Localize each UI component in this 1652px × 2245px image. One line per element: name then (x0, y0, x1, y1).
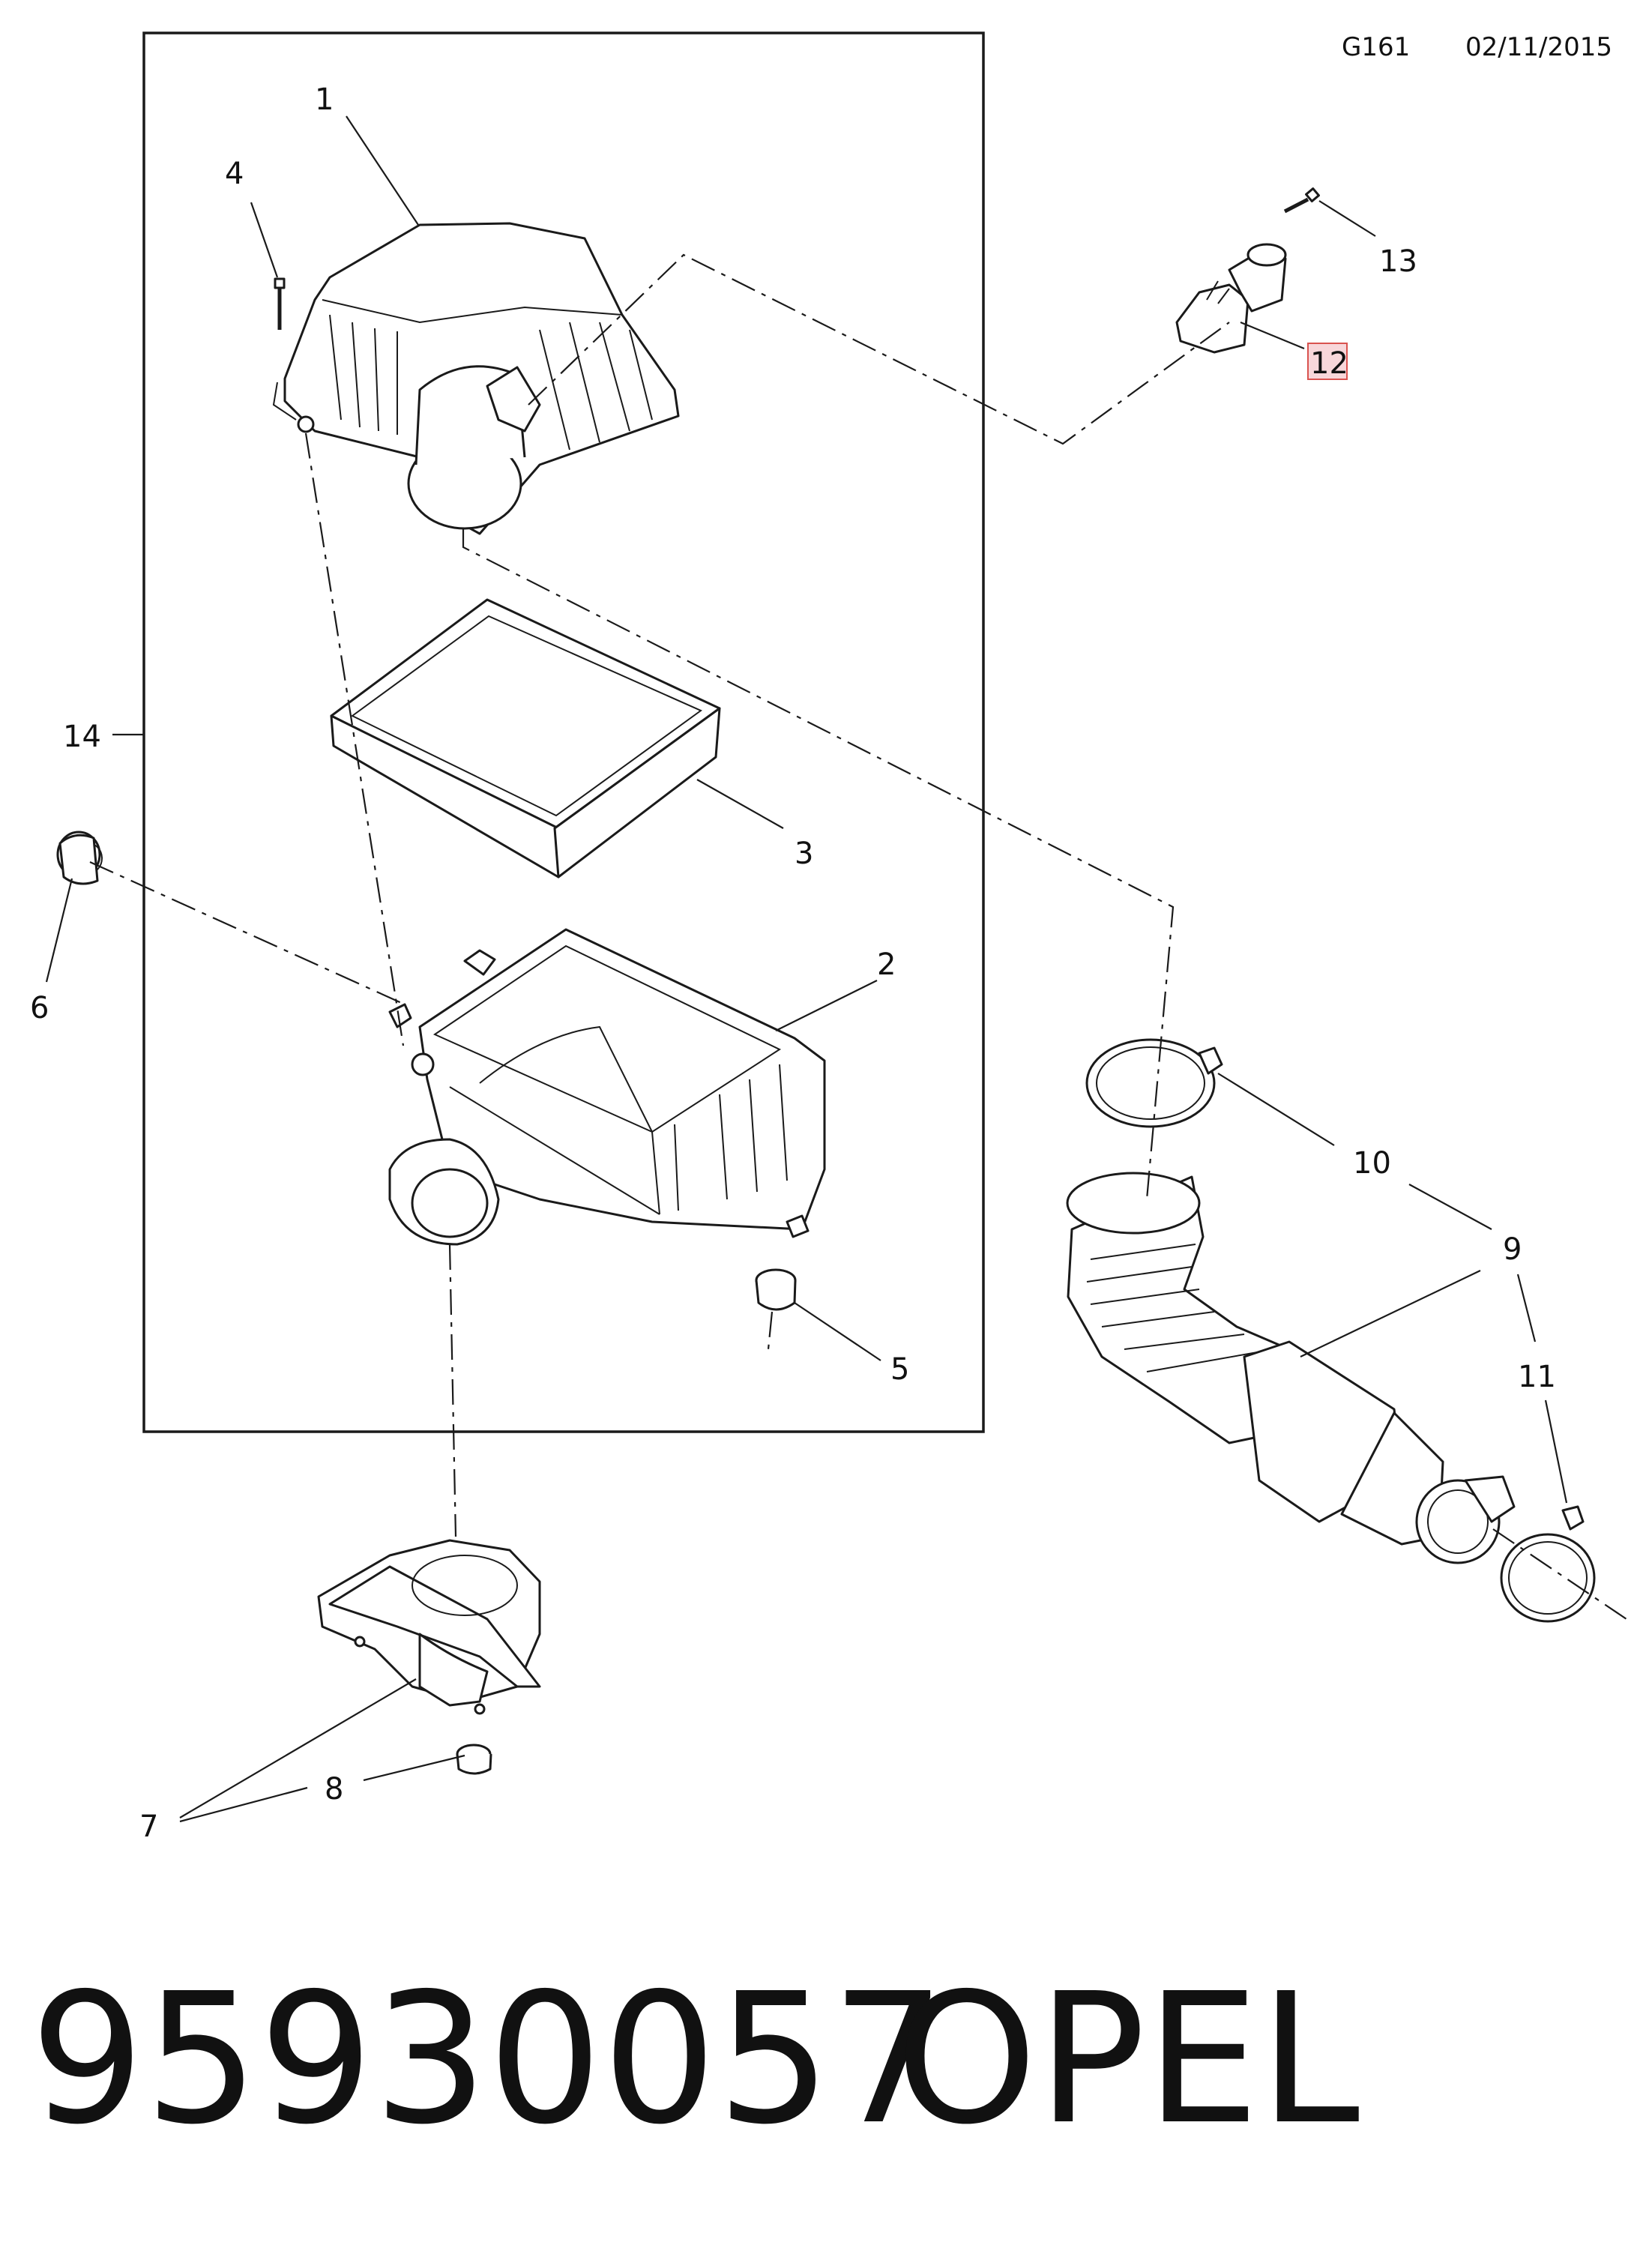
mass-air-flow-sensor-12 (1175, 243, 1287, 354)
callout-8: 8 (325, 1772, 343, 1806)
leader-7b (179, 1786, 308, 1823)
leader-2 (775, 980, 878, 1031)
callout-7: 7 (139, 1809, 158, 1844)
screw-13 (1283, 187, 1320, 214)
hose-clamp-10 (1085, 1038, 1223, 1128)
diagram-code: G161 (1342, 32, 1410, 62)
grommet-8 (456, 1744, 492, 1775)
intake-duct (317, 1539, 541, 1715)
alignment-line-grommet-6 (89, 861, 406, 1006)
callout-12-highlight (1307, 343, 1348, 380)
grommet-6 (56, 831, 103, 885)
callout-12: 12 (1310, 346, 1348, 381)
leader-1 (346, 115, 419, 226)
diagram-date: 02/11/2015 (1465, 32, 1612, 62)
intake-hose (1066, 1172, 1516, 1564)
alignment-line-sensor (528, 253, 1230, 445)
callout-1: 1 (315, 82, 334, 117)
alignment-line-duct (448, 1244, 457, 1537)
air-cleaner-housing (388, 928, 826, 1246)
leader-9a (1300, 1270, 1481, 1357)
callout-4: 4 (225, 157, 244, 191)
callout-13: 13 (1379, 244, 1417, 279)
alignment-line-clamp-11 (1492, 1528, 1627, 1620)
callout-9: 9 (1503, 1232, 1522, 1267)
leader-5 (794, 1302, 881, 1361)
leader-13 (1318, 200, 1376, 237)
callout-10: 10 (1353, 1146, 1391, 1181)
air-cleaner-cover (272, 222, 680, 535)
leader-11 (1544, 1399, 1568, 1504)
alignment-line-hose (462, 528, 1175, 1200)
callout-3: 3 (795, 837, 813, 871)
leader-12 (1240, 321, 1305, 350)
leader-7a (179, 1678, 417, 1818)
leader-3 (696, 779, 784, 829)
air-filter-element (330, 598, 721, 879)
leader-4 (250, 202, 279, 278)
grommet-5 (755, 1268, 797, 1311)
leader-9b (1516, 1274, 1537, 1343)
alignment-line-grommet-5 (767, 1311, 774, 1350)
hose-clamp-11 (1500, 1505, 1596, 1623)
part-number: 95930057 (30, 1954, 946, 2164)
leader-8 (363, 1754, 465, 1782)
screw-4 (274, 277, 286, 330)
alignment-line-screw (304, 433, 405, 1046)
leader-10b (1408, 1184, 1492, 1230)
callout-11: 11 (1518, 1360, 1556, 1394)
callout-5: 5 (890, 1352, 909, 1387)
brand-name: OPEL (896, 1954, 1360, 2164)
assembly-frame (142, 31, 985, 1433)
callout-2: 2 (877, 947, 896, 982)
leader-10 (1217, 1073, 1335, 1146)
callout-14: 14 (63, 720, 101, 754)
callout-6: 6 (30, 991, 49, 1025)
leader-6 (45, 878, 73, 983)
